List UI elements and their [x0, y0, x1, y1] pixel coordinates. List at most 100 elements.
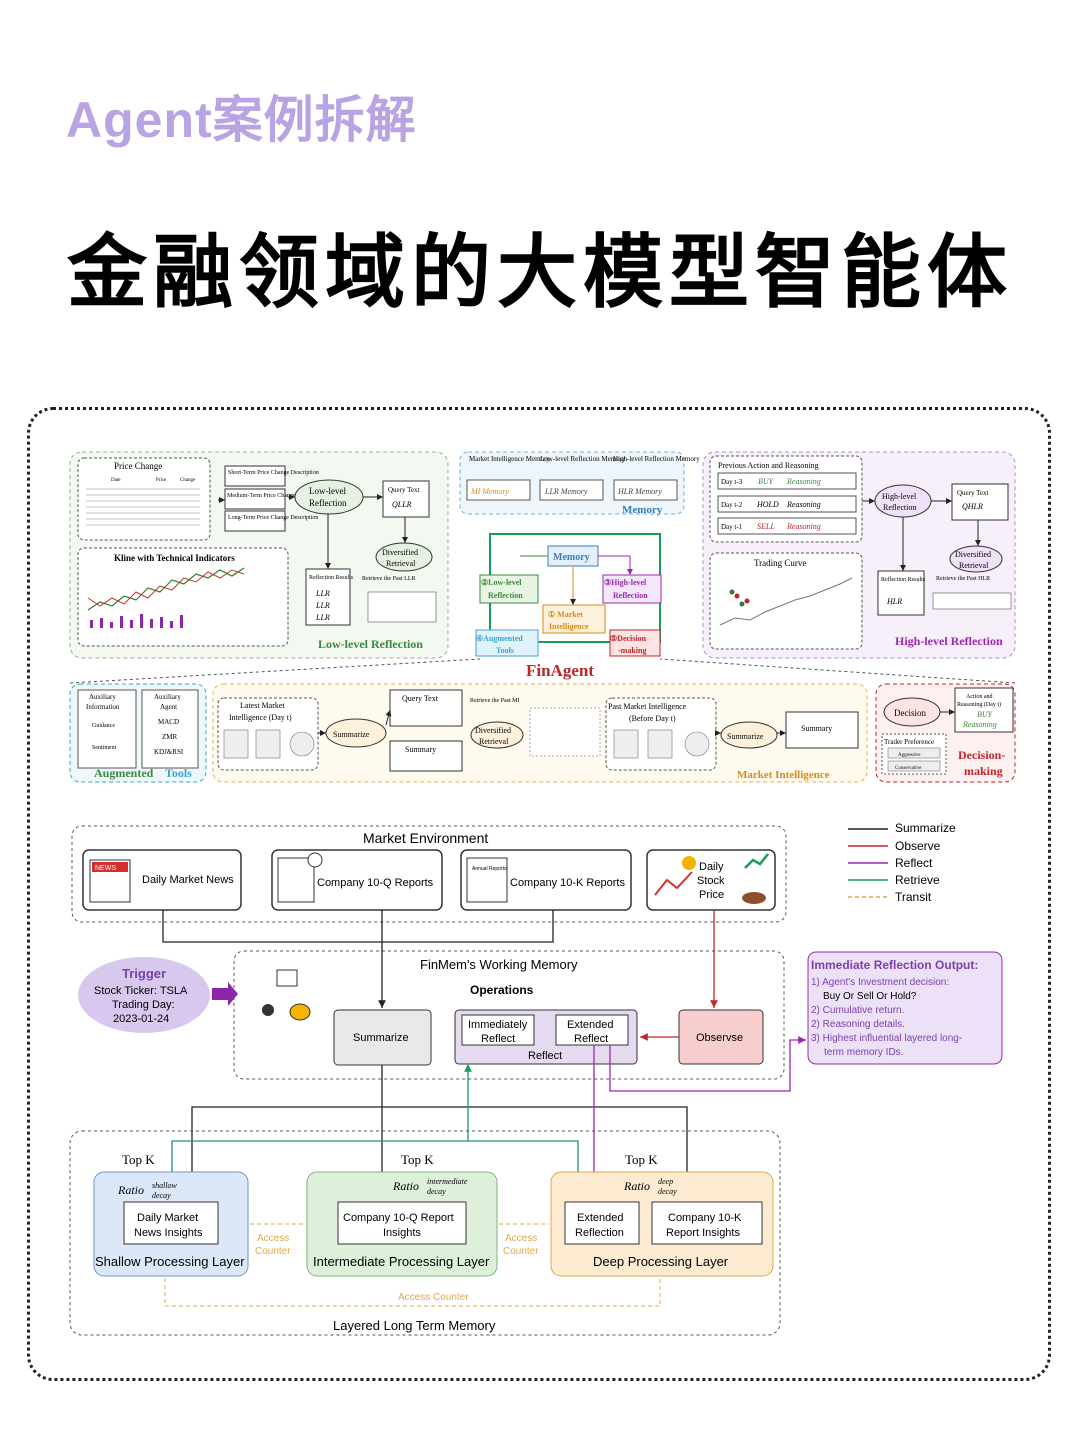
hlr-diversified-b: Retrieval: [959, 561, 989, 570]
source-stock-b: Stock: [697, 875, 725, 887]
legend-reflect: Reflect: [895, 856, 933, 870]
wm-summarize: Summarize: [353, 1032, 409, 1044]
topk-intermediate: Top K: [401, 1152, 434, 1167]
page-title: 金融领域的大模型智能体: [67, 226, 1013, 319]
figure-frame: [27, 407, 1051, 1381]
market-environment: Market Environment NEWS Daily Market New…: [71, 825, 787, 923]
source-10k: Company 10-K Reports: [510, 877, 625, 889]
long-term-title: Layered Long Term Memory: [333, 1318, 496, 1333]
low-level-footer: Low-level Reflection: [318, 637, 423, 651]
trigger-day: Trading Day:: [112, 999, 175, 1011]
ratio-intermediate: Ratio: [392, 1179, 419, 1193]
center-hlr-b: Reflection: [613, 591, 648, 600]
news-icon: NEWS: [95, 865, 116, 872]
hlr-memory: HLR Memory: [617, 487, 662, 496]
working-memory-title: FinMem's Working Memory: [420, 957, 578, 972]
llr-results-label: Reflection Results: [309, 574, 354, 581]
deep-box2-b: Report Insights: [666, 1227, 740, 1239]
prev-row-reason: Reasoning: [786, 522, 821, 531]
market-env-title: Market Environment: [363, 830, 488, 846]
tool-aux-agent-b: Agent: [160, 703, 177, 711]
hlr-diversified-a: Diversified: [955, 550, 991, 559]
svg-text:LLR: LLR: [315, 601, 330, 610]
prev-row-day: Day t-2: [721, 501, 743, 509]
memory-footer: Memory: [622, 504, 663, 516]
hlr-results-label: Reflection Results: [881, 576, 926, 583]
llr-retrieve-label: Retrieve the Past LLR: [362, 576, 416, 582]
mi-summarize: Summarize: [333, 730, 370, 739]
center-llr-b: Reflection: [488, 591, 523, 600]
output-line-1: 1) Agent's Investment decision:: [811, 977, 949, 988]
category-tag: Agent案例拆解: [66, 92, 417, 148]
topk-deep: Top K: [625, 1152, 658, 1167]
center-memory: Memory: [553, 552, 590, 563]
ratio-intermediate-sub: decay: [427, 1187, 446, 1196]
mi-summarize2: Summarize: [727, 732, 764, 741]
price-change-title: Price Change: [114, 461, 162, 471]
prev-row-action: BUY: [758, 477, 775, 486]
mi-summary2-label: Summary: [801, 724, 832, 733]
conservative: Conservative: [895, 766, 922, 771]
ratio-deep-sup: deep: [658, 1177, 673, 1186]
table-header-change: Change: [180, 478, 196, 483]
prev-row-day: Day t-3: [721, 478, 743, 486]
decision-buy: BUY: [977, 710, 994, 719]
medium-term-desc: Medium-Term Price Change Description: [227, 493, 325, 499]
mi-header: Market Intelligence Memory: [469, 455, 550, 463]
source-10q: Company 10-Q Reports: [317, 877, 434, 889]
svg-text:LLR: LLR: [315, 613, 330, 622]
tool-macd: MACD: [158, 718, 179, 726]
ext-reflect-b: Reflect: [574, 1033, 608, 1045]
output-line-6: term memory IDs.: [824, 1047, 903, 1058]
legend-observe: Observe: [895, 839, 941, 853]
tool-kdj: KDJ&RSI: [154, 748, 184, 756]
ratio-shallow-sub: decay: [152, 1191, 171, 1200]
imm-reflect-a: Immediately: [468, 1019, 528, 1031]
long-term-memory: Daily Market News Insights Shallow Proce…: [69, 1130, 781, 1336]
past-mi-b: (Before Day t): [629, 714, 676, 723]
tools-footer-b: Tools: [165, 766, 192, 780]
output-line-3: 2) Cumulative return.: [811, 1005, 904, 1016]
mi-summary-label: Summary: [405, 745, 436, 754]
market-intel-footer: Market Intelligence: [737, 769, 830, 781]
center-mi-b: Intelligence: [549, 622, 589, 631]
source-stock-a: Daily: [699, 861, 724, 873]
prev-action-title: Previous Action and Reasoning: [718, 461, 819, 470]
center-decision-a: ⑤Decision: [610, 634, 647, 643]
hlr-retrieve-label: Retrieve the Past HLR: [936, 576, 990, 582]
center-tools-a: ④Augmented: [476, 634, 523, 643]
short-term-desc: Short-Term Price Change Description: [228, 470, 319, 476]
center-tools-b: Tools: [496, 646, 514, 655]
hlr-query-var: QHLR: [962, 502, 983, 511]
observe-box: Observse: [696, 1032, 743, 1044]
llr-query-var: QLLR: [392, 500, 412, 509]
shallow-box-a: Daily Market: [137, 1212, 198, 1224]
latest-mi-a: Latest Market: [240, 701, 285, 710]
intermediate-label: Intermediate Processing Layer: [313, 1254, 490, 1269]
past-mi-a: Past Market Intelligence: [608, 702, 687, 711]
finagent-center: Memory ②Low-level Reflection ③High-level…: [475, 533, 662, 680]
hlr-query-label: Query Text: [957, 489, 989, 497]
topk-shallow: Top K: [122, 1152, 155, 1167]
access-counter-2a: Access: [505, 1233, 537, 1244]
reflect-label: Reflect: [528, 1050, 562, 1062]
access-counter-3: Access Counter: [398, 1292, 469, 1303]
center-mi-a: ① Market: [548, 610, 583, 619]
hlr-header: High-level Reflection Memory: [613, 455, 700, 463]
action-reason-a: Action and: [966, 694, 993, 700]
tool-aux-agent-a: Auxiliary: [154, 693, 181, 701]
llr-memory: LLR Memory: [544, 487, 588, 496]
finmem-legend: Summarize Observe Reflect Retrieve Trans…: [848, 821, 956, 904]
table-header-price: Price: [156, 478, 167, 483]
trigger-date: 2023-01-24: [113, 1013, 169, 1025]
tool-guidance: Guidance: [92, 723, 115, 729]
latest-mi-b: Intelligence (Day t): [229, 713, 292, 722]
deep-label: Deep Processing Layer: [593, 1254, 729, 1269]
tool-sentiment: Sentiment: [92, 745, 117, 751]
ratio-intermediate-sup: intermediate: [427, 1177, 468, 1186]
prev-row-day: Day t-1: [721, 523, 743, 531]
shallow-box-b: News Insights: [134, 1227, 203, 1239]
center-decision-b: -making: [618, 646, 646, 655]
source-daily-news: Daily Market News: [142, 874, 234, 886]
prev-row-action: HOLD: [756, 500, 779, 509]
